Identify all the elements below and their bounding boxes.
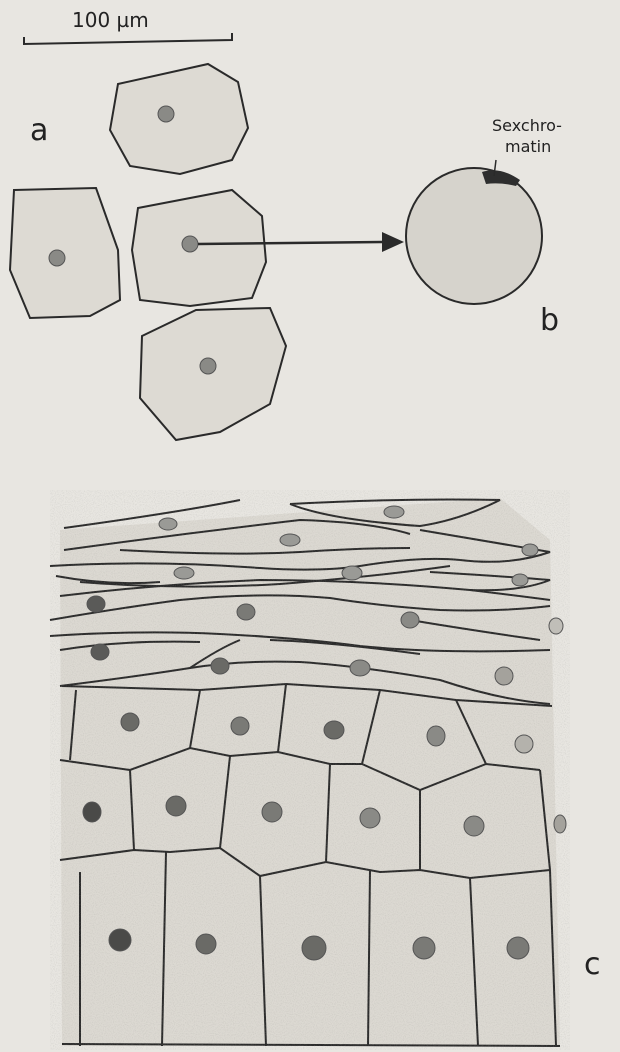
nucleus [350,660,370,676]
panel-a: a [10,64,286,440]
isolated-cell [140,308,286,440]
nucleus [231,717,249,735]
nucleus [512,574,528,586]
isolated-cell [110,64,248,174]
nucleus [121,713,139,731]
scale-bar: 100 µm [24,8,232,44]
nucleus [464,816,484,836]
panel-label-b: b [540,303,559,338]
sex-chromatin-label: Sexchro- [492,116,562,135]
nucleus [262,802,282,822]
nucleus [166,796,186,816]
scale-bar-label: 100 µm [72,8,149,32]
nucleus [200,358,216,374]
nucleus [507,937,529,959]
nucleus [413,937,435,959]
nucleus [158,106,174,122]
nucleus [211,658,229,674]
nucleus [302,936,326,960]
nucleus [342,566,362,580]
epithelium-tissue [50,490,570,1050]
nucleus [522,544,538,556]
nucleus [495,667,513,685]
panel-label-a: a [30,113,48,148]
nucleus [554,815,566,833]
panel-b: Sexchro- matin b [406,116,562,338]
nucleus [360,808,380,828]
nucleus [401,612,419,628]
panel-label-c: c [584,947,601,982]
nucleus [237,604,255,620]
nucleus [196,934,216,954]
nucleus [49,250,65,266]
panel-c: c [50,490,601,1050]
nucleus [159,518,177,530]
nucleus [280,534,300,546]
nucleus [83,802,101,822]
nucleus [427,726,445,746]
nucleus [384,506,404,518]
nucleus [174,567,194,579]
isolated-cell [10,188,120,318]
sex-chromatin-label: matin [505,137,551,156]
scale-bar-line [24,33,232,44]
nucleus [549,618,563,634]
nucleus [182,236,198,252]
nucleus [109,929,131,951]
nucleus [324,721,344,739]
nucleus [91,644,109,660]
nucleus [515,735,533,753]
nucleus [87,596,105,612]
enlarged-nucleus [406,168,542,304]
isolated-cell [132,190,266,306]
